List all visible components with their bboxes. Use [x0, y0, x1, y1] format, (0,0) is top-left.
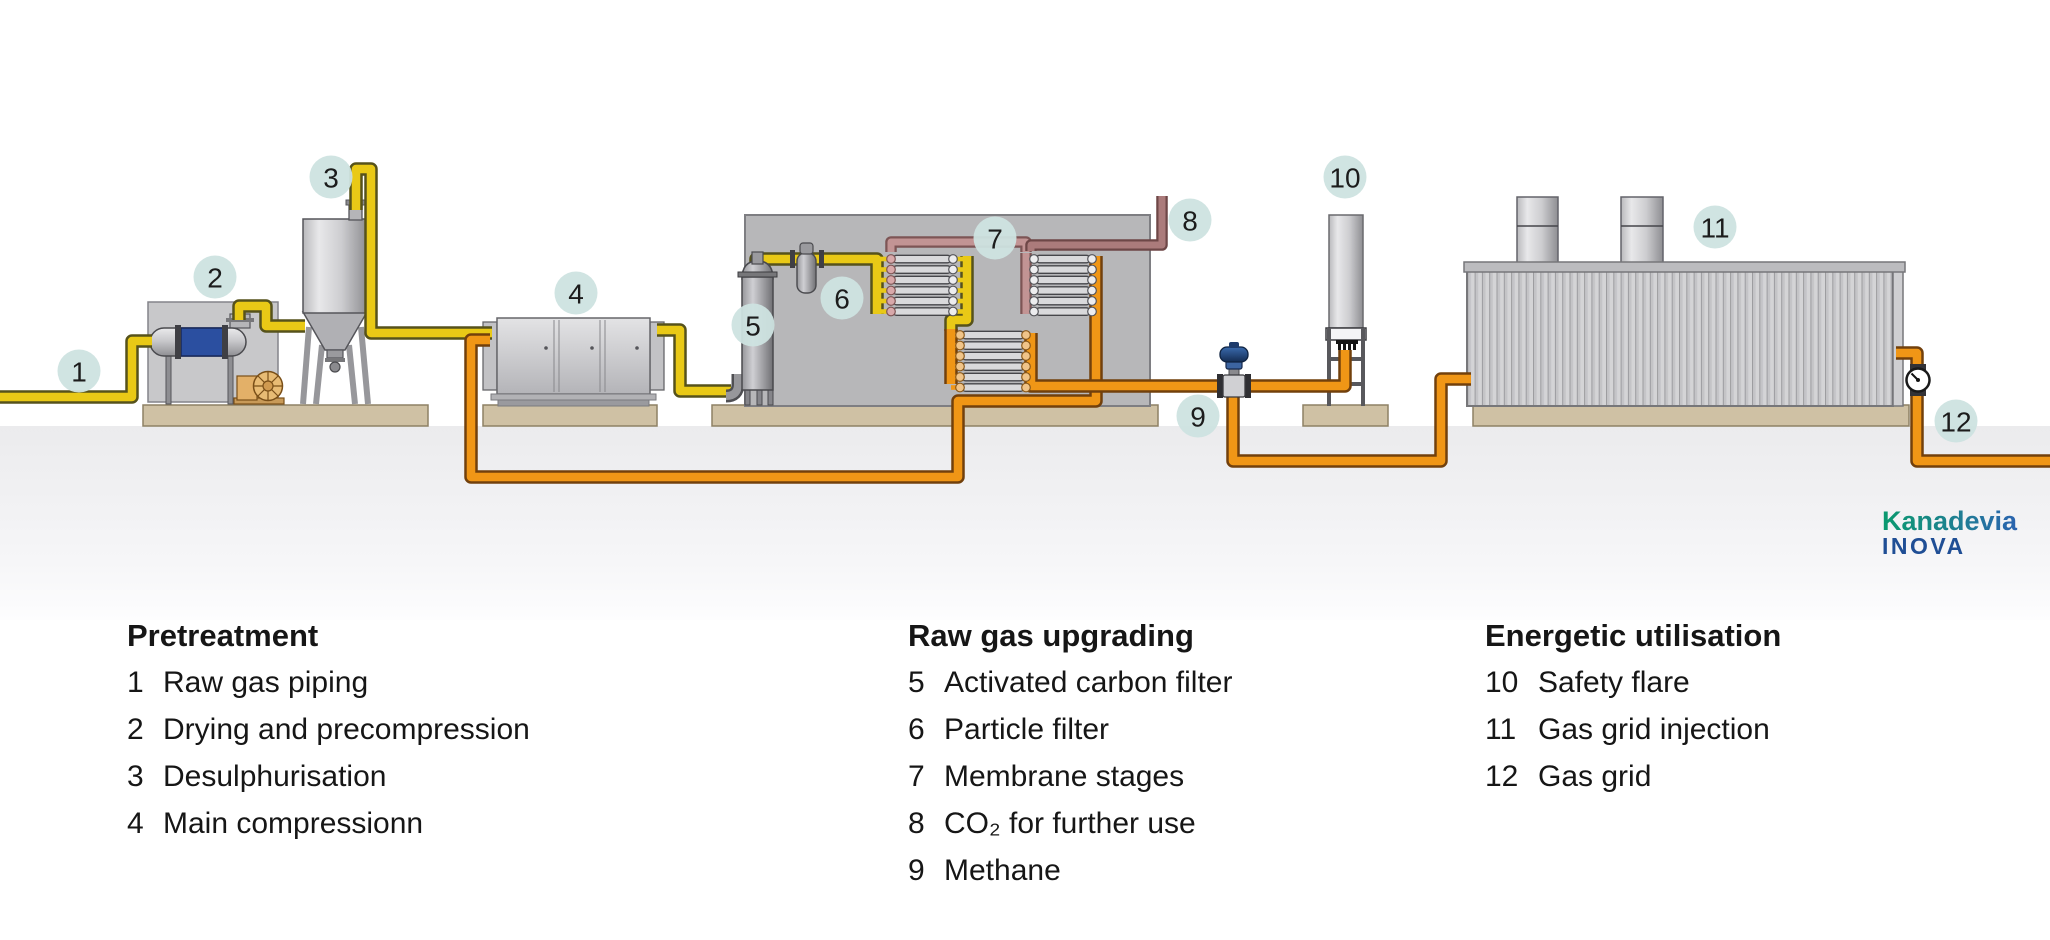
building-wall — [1466, 270, 1894, 407]
kanadevia-inova-logo: Kanadevia INOVA — [1882, 506, 2018, 559]
svg-text:5: 5 — [745, 311, 761, 342]
unit-6-particle-filter — [790, 242, 824, 294]
svg-text:4: 4 — [568, 279, 584, 310]
foundation-pads — [142, 404, 1910, 427]
particle-filter-body — [796, 252, 817, 294]
badge-2: 2 — [193, 255, 237, 299]
unit-9-methane-valve — [1217, 342, 1251, 398]
logo-line1: Kanadevia — [1882, 506, 2018, 536]
flare-burner — [1336, 340, 1358, 350]
vent-stack — [1620, 196, 1664, 264]
unit-11-gas-grid-injection — [1463, 196, 1906, 407]
svg-text:6: 6 — [834, 284, 850, 315]
dryer-blue-shell — [180, 327, 224, 357]
badge-7: 7 — [973, 216, 1017, 260]
unit-7-membrane-stages — [877, 253, 1097, 393]
silo-body — [302, 218, 368, 314]
unit-4-main-compression — [482, 317, 665, 407]
precompressor-pump — [233, 370, 285, 405]
badge-9: 9 — [1176, 394, 1220, 438]
membrane-bank — [951, 330, 1031, 393]
unit-10-safety-flare — [1325, 214, 1367, 406]
svg-text:7: 7 — [987, 224, 1003, 255]
valve-body — [1222, 374, 1246, 398]
compressor-cabinet — [496, 317, 651, 395]
gas-meter — [1905, 364, 1931, 396]
svg-text:2: 2 — [207, 263, 223, 294]
badge-12: 12 — [1934, 399, 1978, 443]
membrane-bank — [877, 254, 967, 317]
flare-stack — [1328, 214, 1364, 329]
number-badges: 1 2 3 4 5 6 7 8 9 10 11 12 — [57, 155, 1978, 443]
valve-actuator — [1219, 346, 1249, 363]
silo-outlet-valve — [329, 361, 341, 373]
badge-5: 5 — [731, 303, 775, 347]
badge-1: 1 — [57, 349, 101, 393]
silo-cone — [301, 311, 369, 351]
legend-section-title: Energetic utilisation — [1485, 618, 1782, 653]
badge-4: 4 — [554, 271, 598, 315]
legend-section-title: Pretreatment — [127, 618, 319, 653]
svg-text:10: 10 — [1329, 163, 1360, 194]
vent-stack — [1516, 196, 1559, 264]
ground — [0, 426, 2050, 620]
logo-line2: INOVA — [1882, 533, 1966, 559]
svg-text:11: 11 — [1700, 213, 1729, 244]
legend-section-title: Raw gas upgrading — [908, 618, 1194, 653]
badge-6: 6 — [820, 276, 864, 320]
svg-text:3: 3 — [323, 163, 339, 194]
badge-8: 8 — [1168, 198, 1212, 242]
building-roof-edge — [1463, 261, 1906, 273]
svg-text:9: 9 — [1190, 402, 1206, 433]
badge-11: 11 — [1693, 205, 1737, 249]
membrane-bank — [1020, 253, 1097, 317]
process-diagram: 1 2 3 4 5 6 7 8 9 10 11 12 — [0, 155, 2050, 620]
svg-text:8: 8 — [1182, 206, 1198, 237]
svg-text:1: 1 — [71, 357, 87, 388]
unit-3-desulphurisation — [300, 199, 371, 405]
badge-3: 3 — [309, 155, 353, 199]
badge-10: 10 — [1323, 155, 1367, 199]
svg-text:12: 12 — [1940, 407, 1971, 438]
